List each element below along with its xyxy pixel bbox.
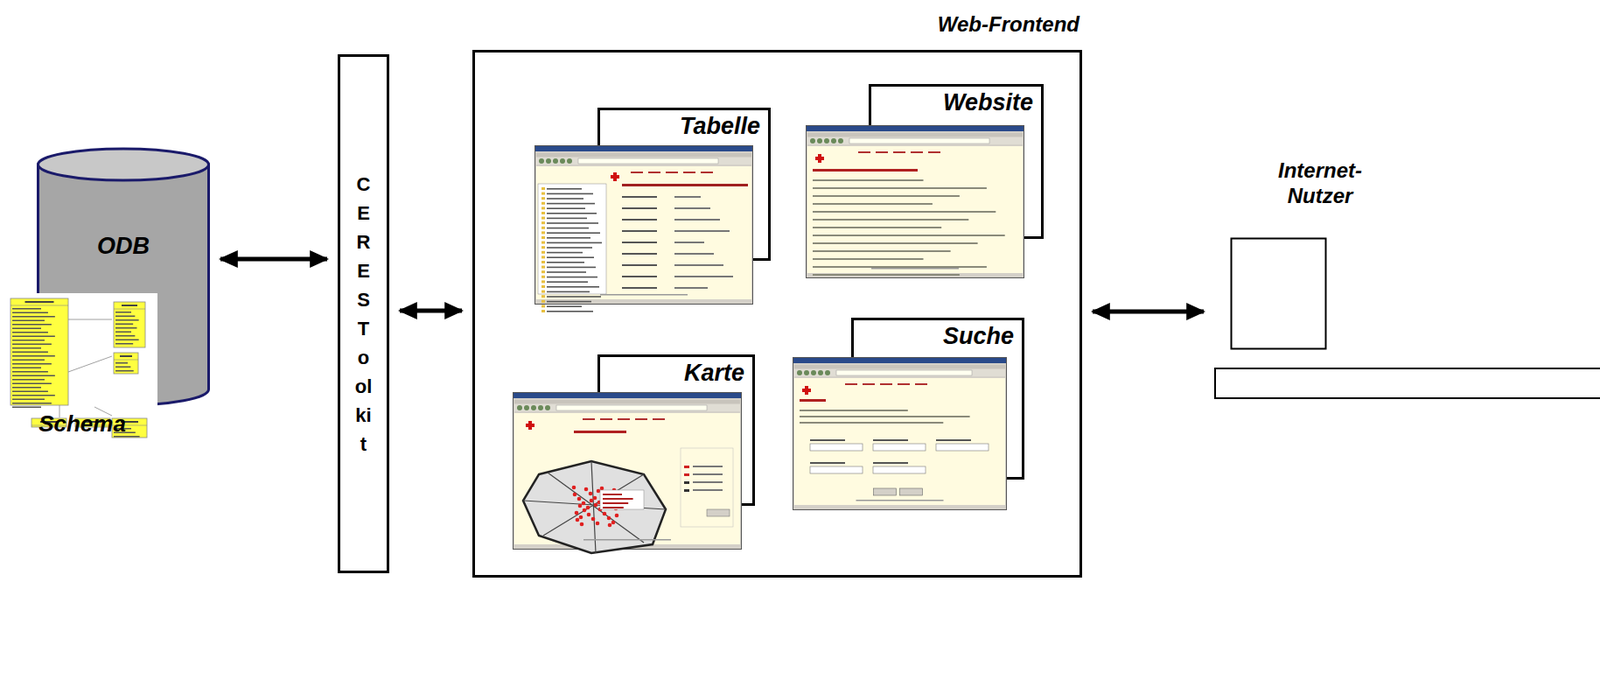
node-stack: Karte	[512, 354, 755, 550]
double-arrow	[1092, 309, 1204, 315]
node-stack: Tabelle	[534, 107, 771, 305]
screenshot-search	[792, 356, 1007, 511]
double-arrow	[220, 257, 328, 262]
view-label: Karte	[684, 359, 745, 387]
computer-icon	[1214, 157, 1600, 403]
screenshot-table-svg	[534, 145, 754, 305]
schema-label: Schema	[6, 410, 158, 438]
toolkit-label: CERES Toolkit	[354, 169, 374, 459]
node-cyl: ODBSchema	[36, 148, 210, 406]
node-frame: Web-FrontendTabelleWebsiteKarteSuche	[472, 49, 1083, 578]
double-arrow	[399, 308, 462, 314]
screenshot-map	[512, 391, 742, 550]
screenshot-map-svg	[512, 391, 742, 550]
screenshot-table	[534, 145, 754, 305]
browser-screenshot	[534, 145, 754, 305]
user-label: Internet- Nutzer	[1263, 157, 1377, 209]
view-label: Suche	[943, 322, 1014, 350]
computer-icon-svg	[1214, 157, 1600, 403]
node-ceres: CERES Toolkit	[337, 54, 390, 573]
screenshot-search-svg	[792, 356, 1007, 511]
view-label: Tabelle	[679, 112, 761, 140]
browser-screenshot	[792, 356, 1007, 511]
screenshot-site-svg	[805, 125, 1025, 279]
browser-screenshot	[805, 125, 1025, 279]
node-user: Internet- Nutzer	[1214, 157, 1600, 403]
frontend-title: Web-Frontend	[937, 12, 1080, 37]
database-label: ODB	[36, 232, 210, 260]
node-stack: Suche	[792, 317, 1025, 511]
node-schema: Schema	[6, 293, 158, 453]
view-label: Website	[943, 89, 1034, 117]
browser-screenshot	[512, 391, 742, 550]
node-stack: Website	[805, 83, 1044, 279]
screenshot-site	[805, 125, 1025, 279]
